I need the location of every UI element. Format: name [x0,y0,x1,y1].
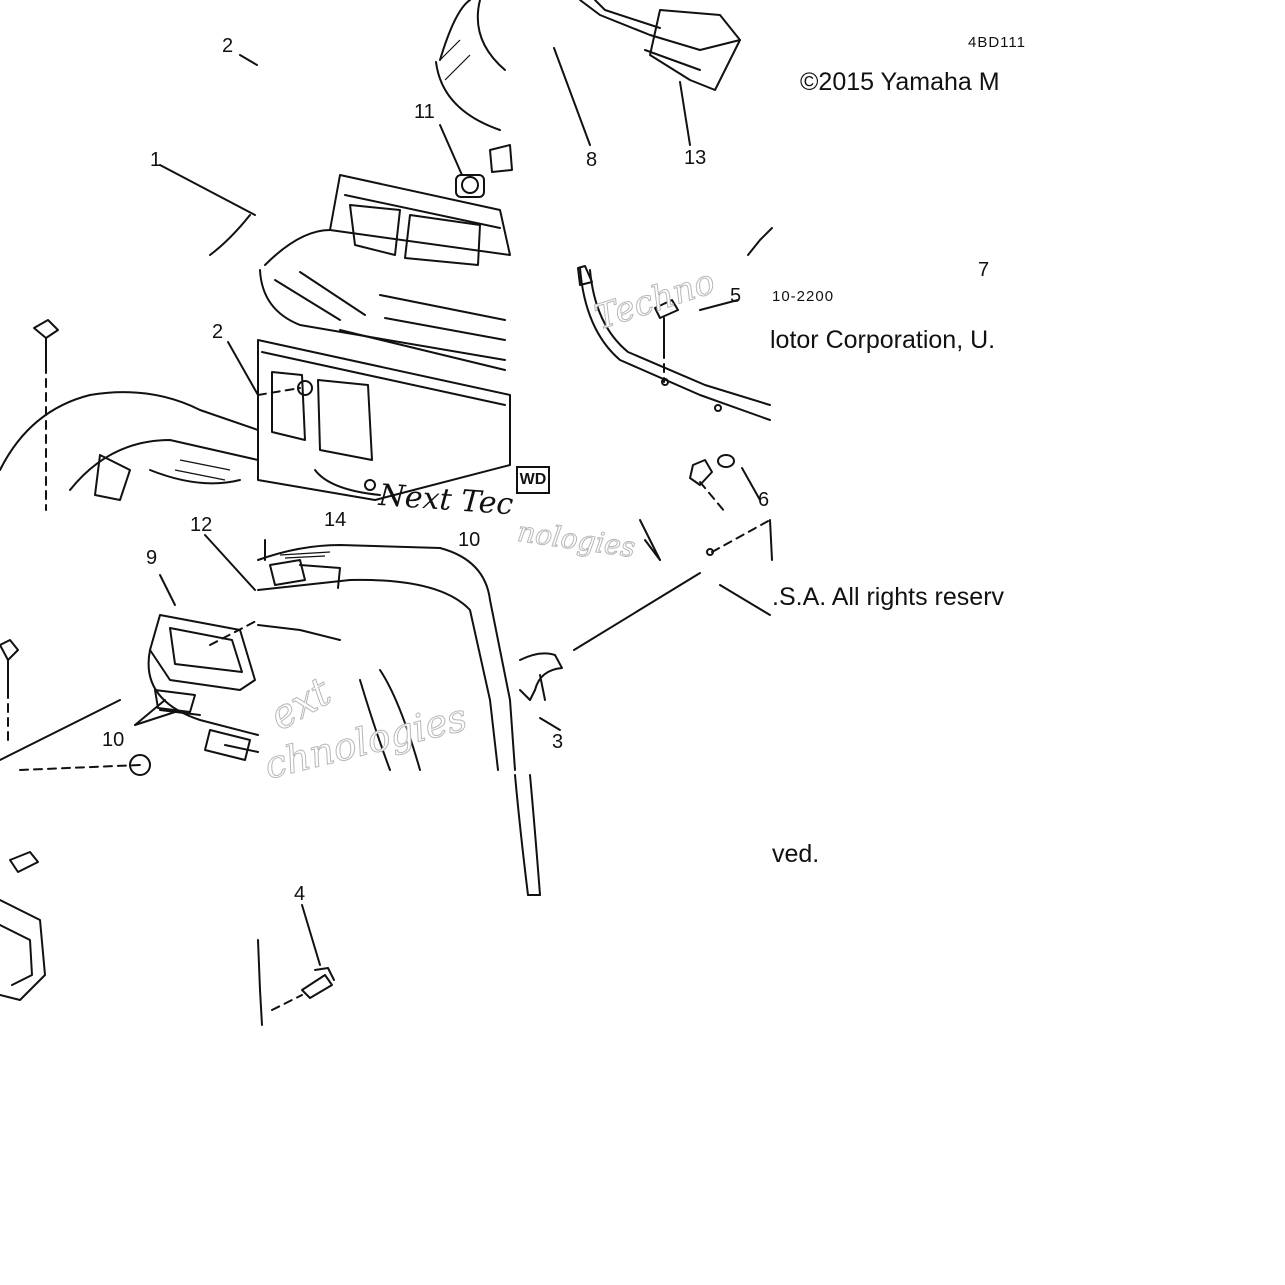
copyright-line-2: lotor Corporation, U. [770,326,996,354]
copyright-line-4: ved. [772,840,820,868]
callout-2-mid: 2 [212,321,224,343]
leader-lines [134,47,771,966]
tile-blank-right-mid [1030,515,1285,773]
tile-blank-right-top [1030,0,1285,515]
fwd-stamp: WD [516,466,550,494]
callout-6: 6 [758,489,770,511]
callout-10-left: 10 [102,729,125,751]
callout-8: 8 [586,149,598,171]
callout-9: 9 [146,547,158,569]
callout-5: 5 [730,285,742,307]
callout-3: 3 [552,731,564,753]
callout-10-top: 10 [458,529,481,551]
assembly-dash-lines [7,349,771,1011]
shading-hatch [174,39,471,559]
diagram-code: 4BD111 [968,34,1026,51]
part-number-fragment: 10-2200 [772,288,835,305]
callout-14: 14 [324,509,347,531]
lower-fender-drawing [0,774,541,1026]
callout-7: 7 [978,259,990,281]
callout-12: 12 [190,514,213,536]
copyright-line-1: ©2015 Yamaha M [800,68,1000,96]
callout-13: 13 [684,147,707,169]
headlight-bracket-drawing [0,614,259,776]
front-carrier-top-drawing [257,0,513,501]
bracket-drawing [577,0,773,561]
callout-11: 11 [414,101,435,123]
stay-bracket-drawing [519,539,714,701]
callout-1: 1 [150,149,162,171]
callout-2-top: 2 [222,35,234,57]
tile-blank-bottom [0,1030,1285,1285]
front-fender-drawing [257,539,516,771]
callout-4: 4 [294,883,306,905]
fender-cover-left-drawing [0,214,259,501]
copyright-line-3: .S.A. All rights reserv [772,583,1005,611]
